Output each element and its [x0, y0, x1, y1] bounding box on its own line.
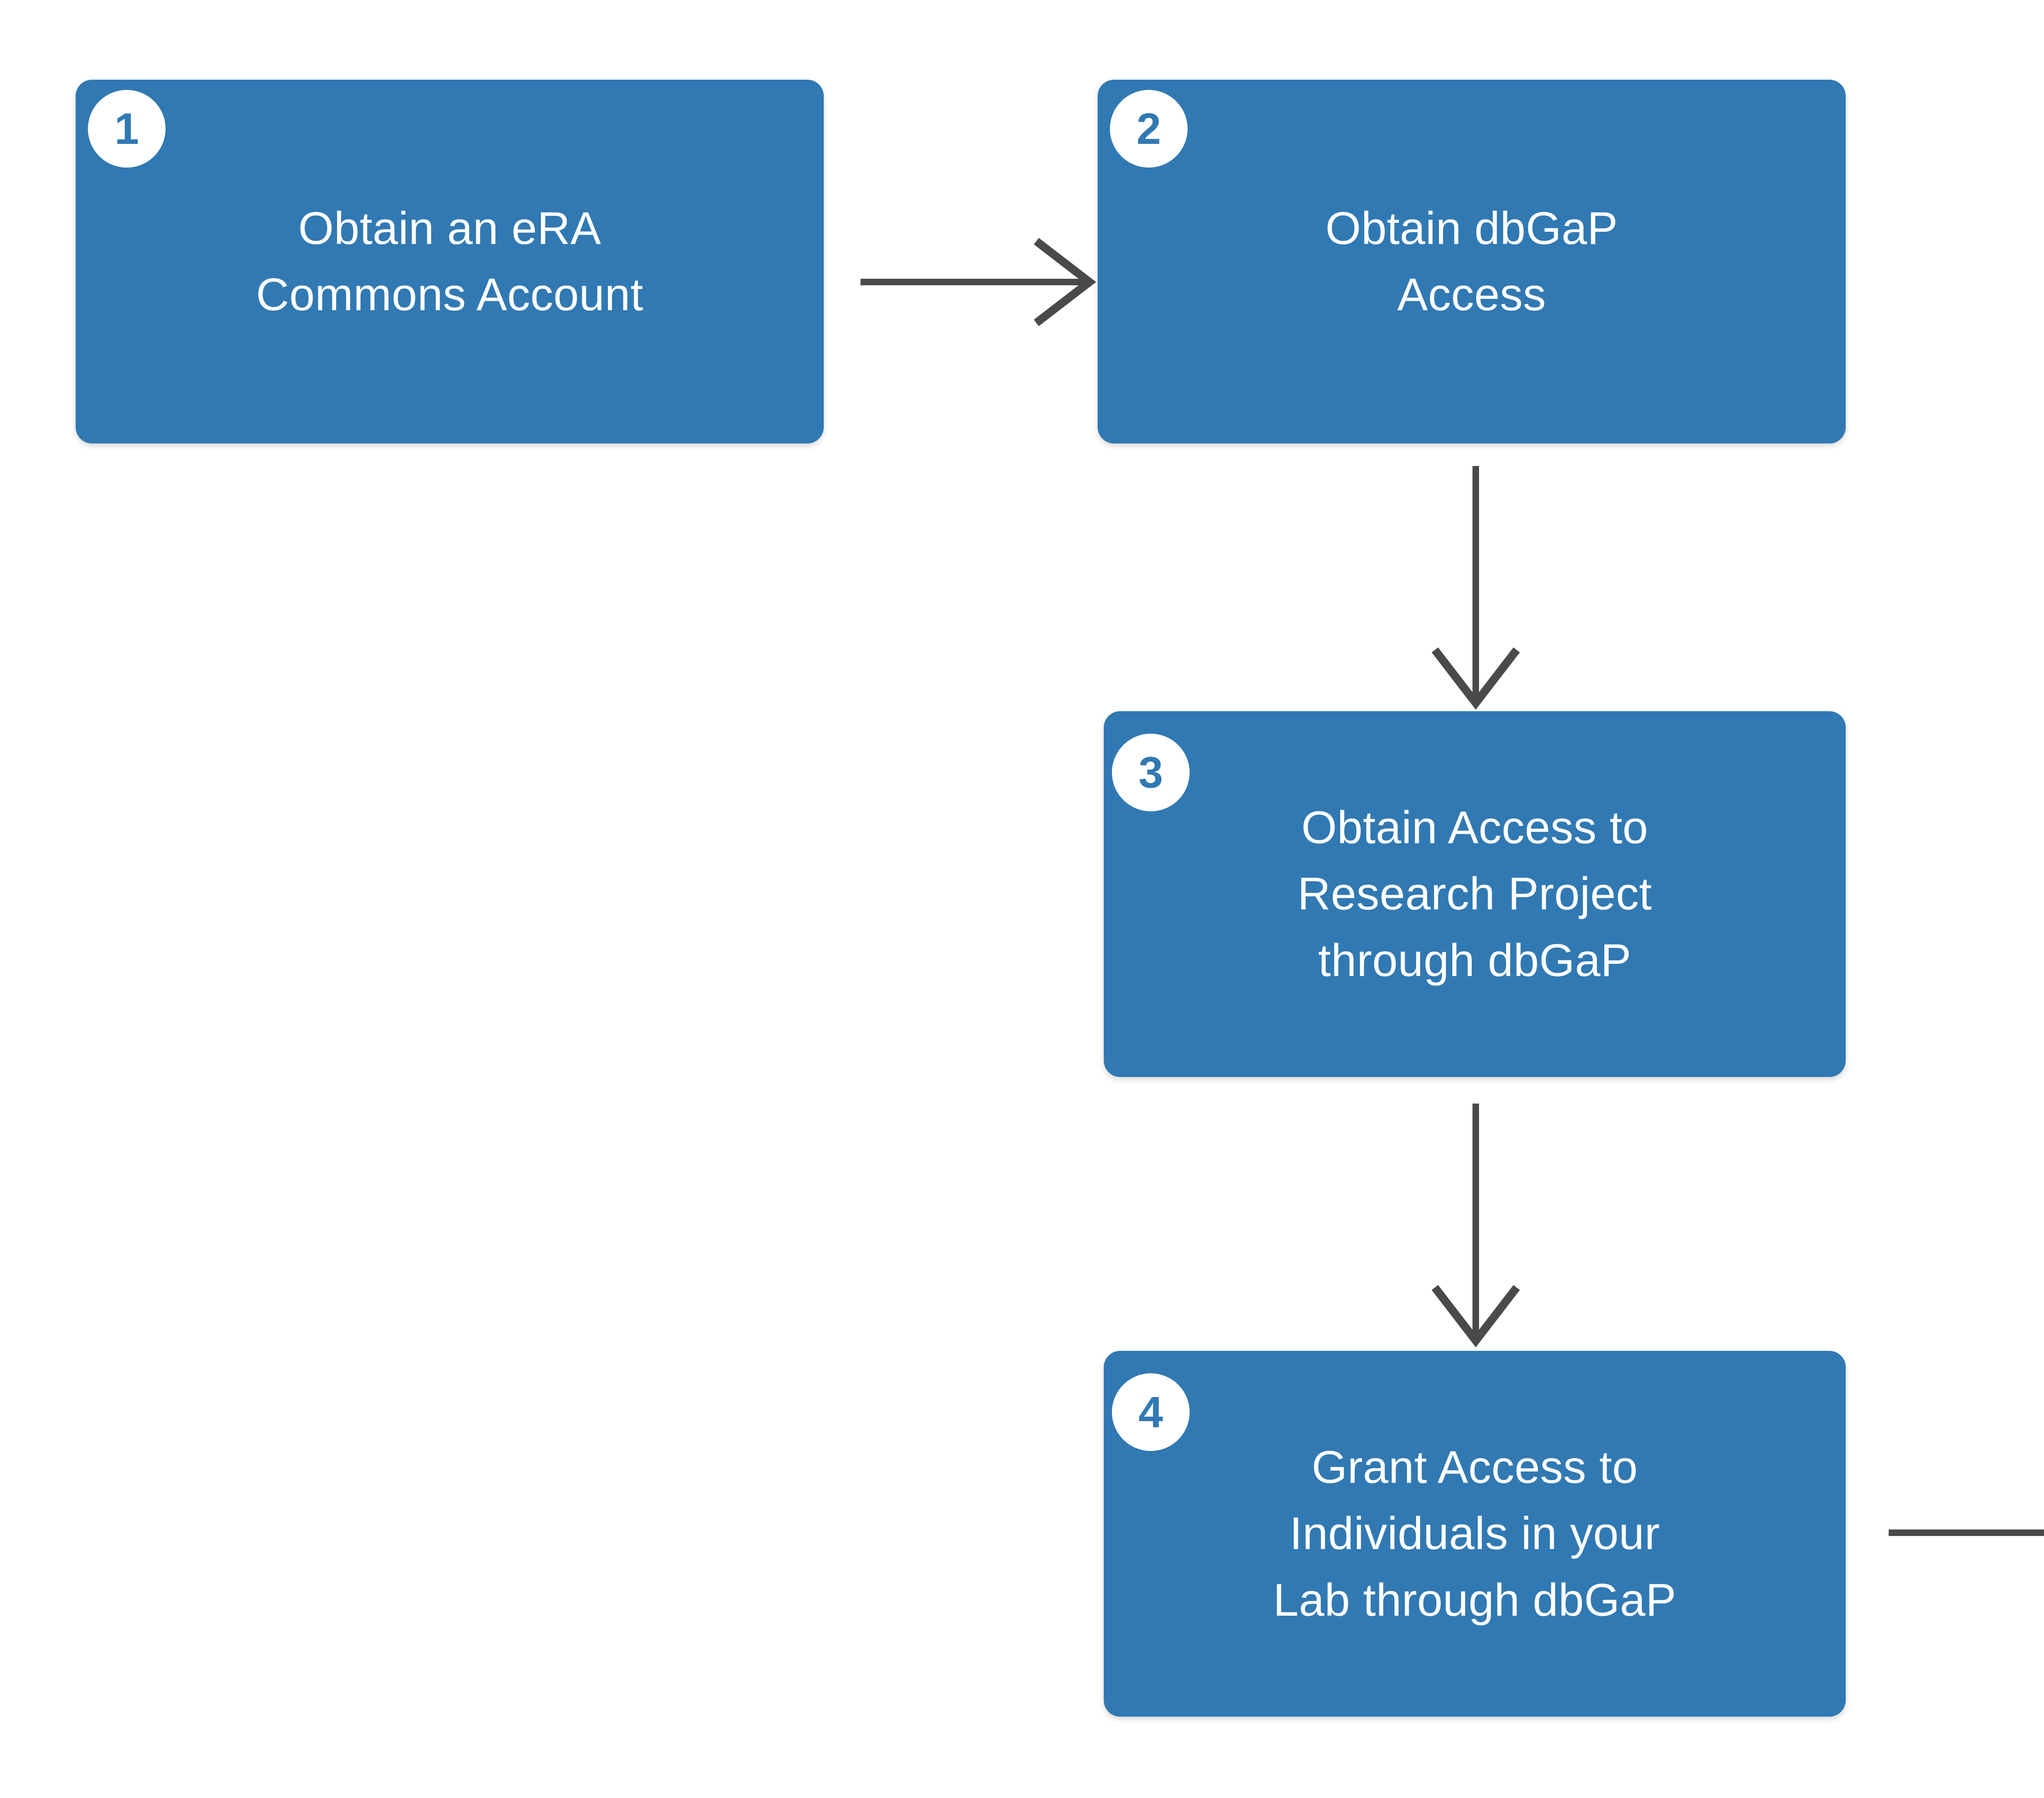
step-badge-3-number: 3 [1138, 748, 1163, 797]
step-badge-1: 1 [88, 90, 166, 168]
flow-node-4[interactable]: Grant Access to Individuals in your Lab … [1104, 1351, 1846, 1717]
step-badge-3: 3 [1112, 734, 1190, 811]
step-badge-2: 2 [1110, 90, 1188, 168]
step-badge-1-number: 1 [114, 104, 139, 153]
flow-node-2[interactable]: Obtain dbGaP Access [1098, 80, 1846, 443]
step-badge-2-number: 2 [1136, 104, 1161, 153]
arrow-node3-to-node4 [1432, 1104, 1520, 1348]
flow-node-1[interactable]: Obtain an eRA Commons Account [76, 80, 824, 443]
flow-node-2-label: Obtain dbGaP Access [1325, 202, 1618, 320]
flow-node-4-label: Grant Access to Individuals in your Lab … [1273, 1441, 1676, 1626]
arrow-node1-to-node2 [861, 238, 1096, 326]
arrow-node2-to-node3 [1432, 466, 1520, 710]
step-badge-4: 4 [1112, 1373, 1190, 1451]
flow-node-3[interactable]: Obtain Access to Research Project throug… [1104, 711, 1846, 1077]
flow-node-1-label: Obtain an eRA Commons Account [256, 202, 643, 320]
flow-node-3-label: Obtain Access to Research Project throug… [1297, 802, 1652, 986]
step-badge-4-number: 4 [1138, 1387, 1163, 1437]
arrow-node4-to-node5 [1889, 1529, 2044, 1536]
